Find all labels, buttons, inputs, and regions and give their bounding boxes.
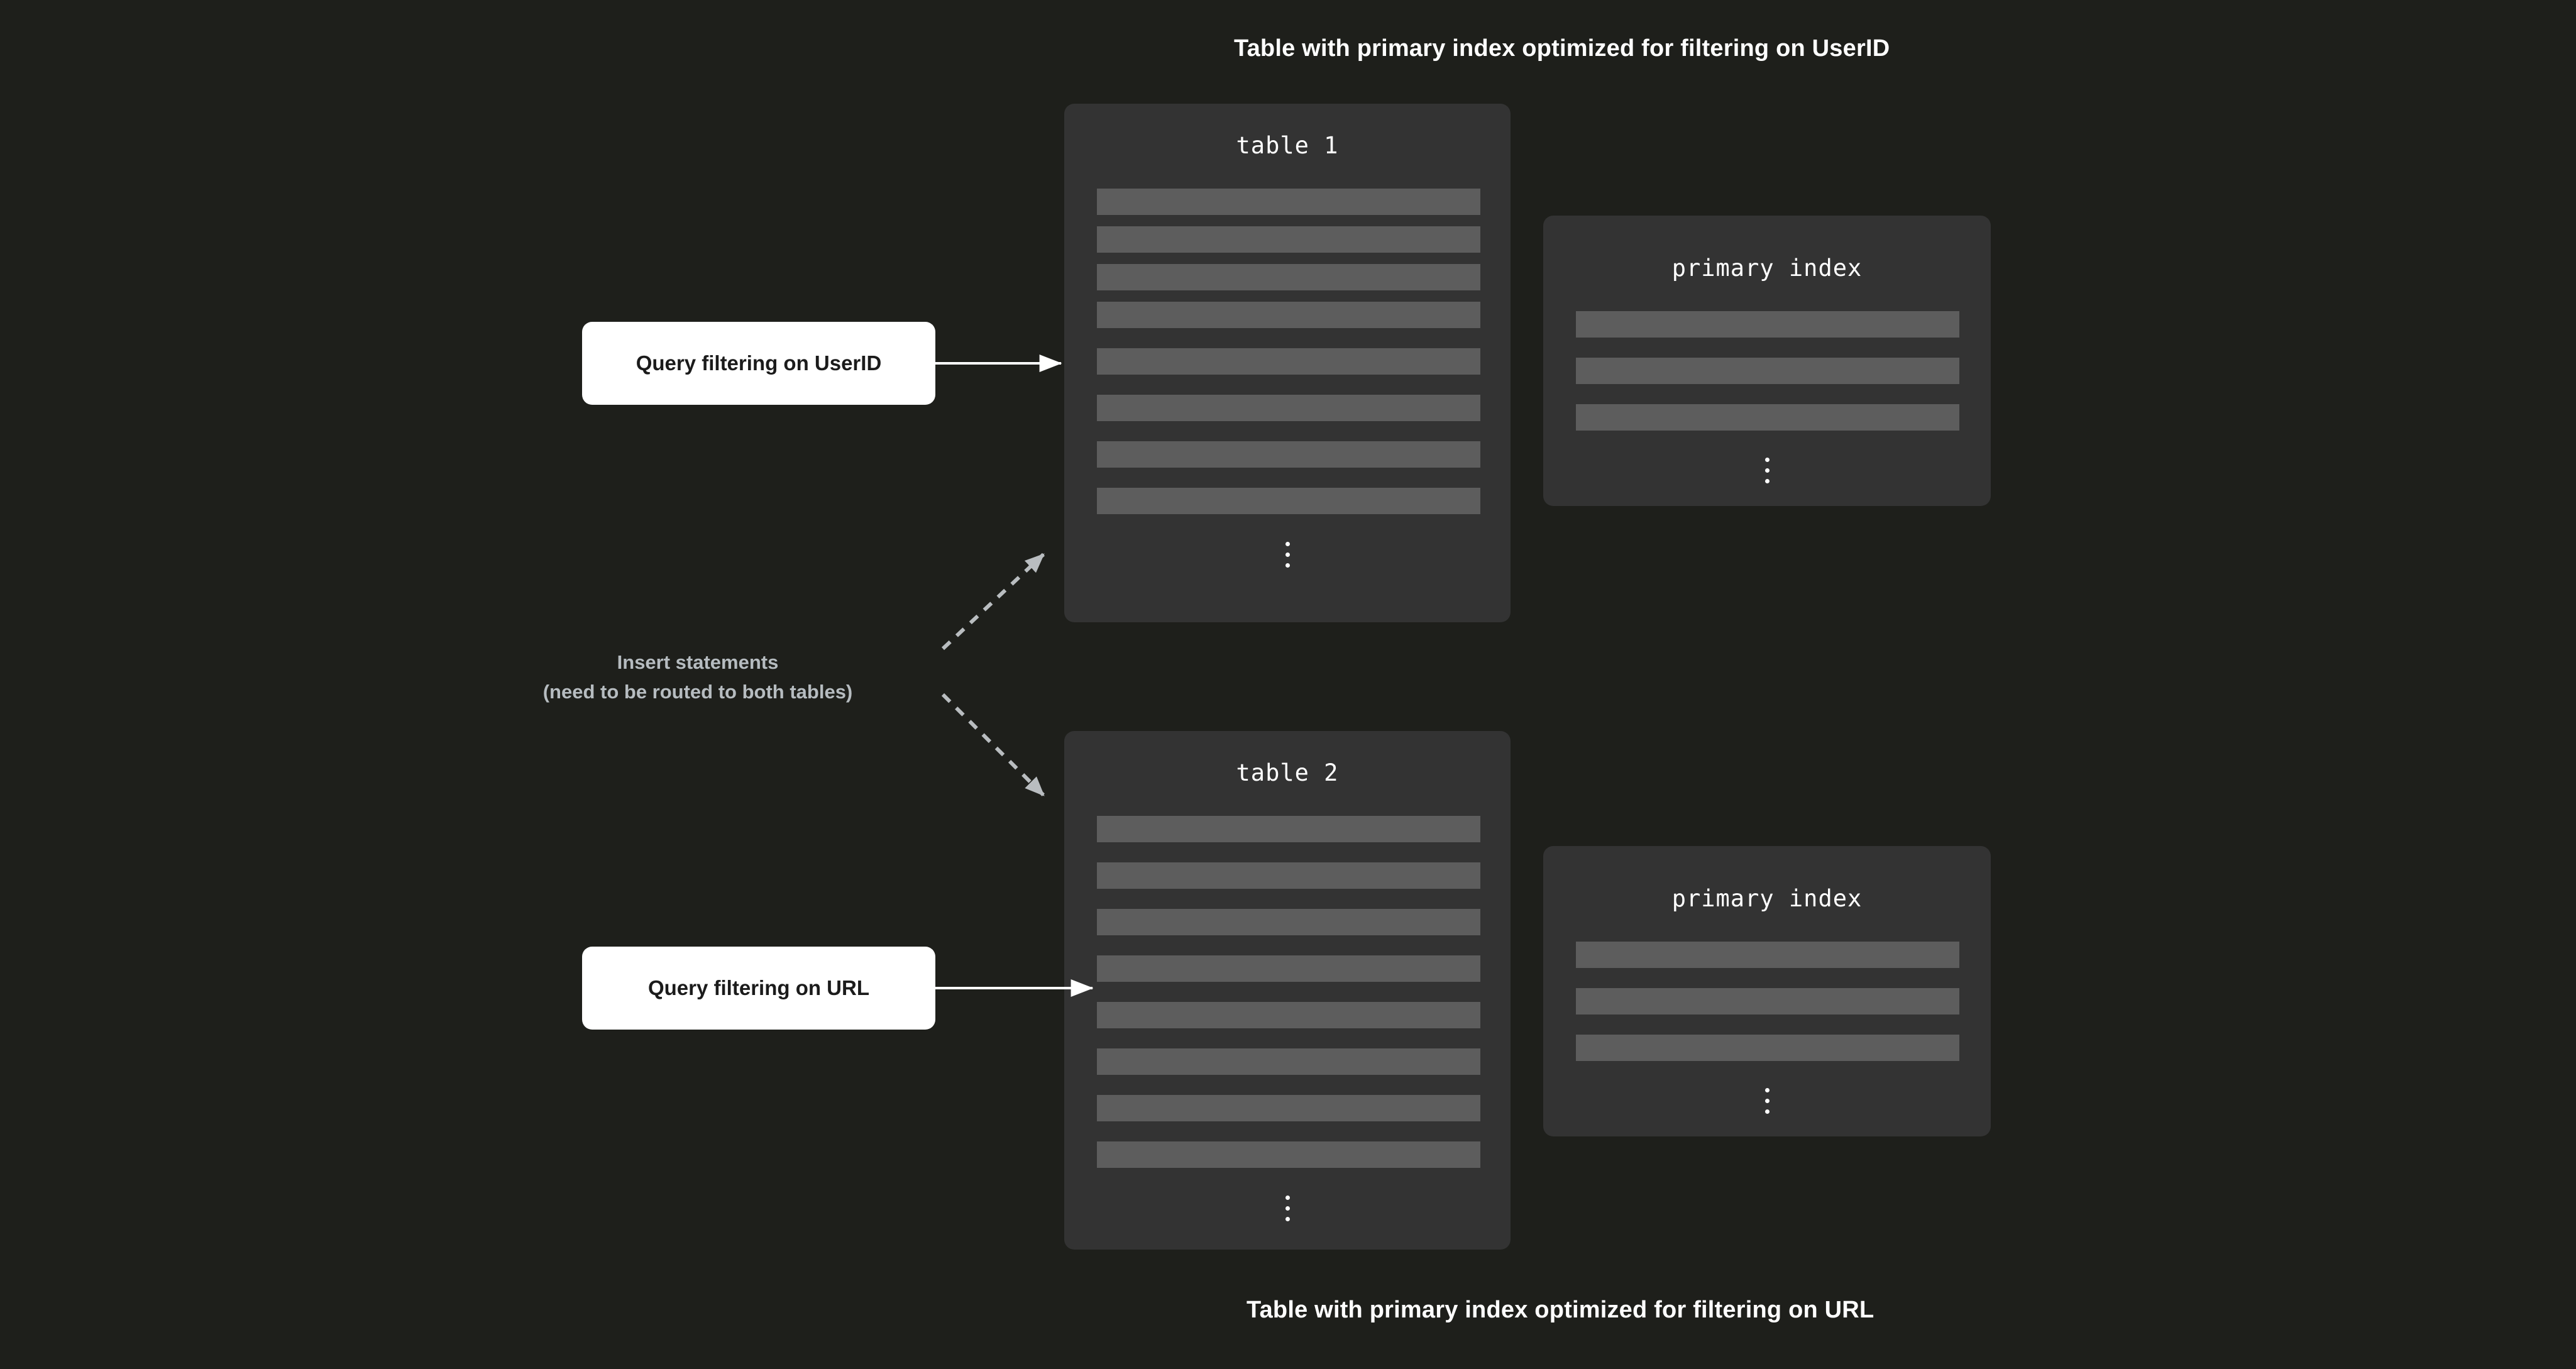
table-row (1097, 1095, 1480, 1121)
arrow-insert-to-table-2 (941, 693, 1045, 797)
index-row (1576, 942, 1959, 968)
table-row (1097, 1141, 1480, 1168)
primary-index-1-card: primary index (1543, 216, 1991, 506)
table-row (1097, 226, 1480, 253)
table-1-title: table 1 (1236, 132, 1339, 159)
table-row (1097, 441, 1480, 468)
table-2-title: table 2 (1236, 759, 1339, 786)
insert-note-line-1: Insert statements (617, 651, 779, 673)
table-row (1097, 862, 1480, 889)
index-row (1576, 311, 1959, 338)
insert-note-line-2: (need to be routed to both tables) (542, 681, 853, 703)
caption-bottom: Table with primary index optimized for f… (1247, 1297, 1874, 1323)
insert-statements-note: Insert statements (need to be routed to … (478, 647, 918, 706)
table-row (1097, 816, 1480, 842)
table-row (1097, 348, 1480, 375)
query-filtering-on-userid-box[interactable]: Query filtering on UserID (582, 322, 935, 405)
table-row (1097, 909, 1480, 935)
primary-index-2-title: primary index (1671, 885, 1863, 912)
index-row (1576, 358, 1959, 384)
primary-index-1-ellipsis-icon (1543, 458, 1991, 490)
table-1-card: table 1 (1064, 104, 1511, 622)
table-2-ellipsis-icon (1064, 1196, 1511, 1228)
table-row (1097, 302, 1480, 328)
table-2-card: table 2 (1064, 731, 1511, 1250)
index-row (1576, 1035, 1959, 1061)
primary-index-1-title: primary index (1671, 255, 1863, 282)
table-row (1097, 189, 1480, 215)
table-row (1097, 395, 1480, 421)
primary-index-2-card: primary index (1543, 846, 1991, 1136)
index-row (1576, 988, 1959, 1014)
table-row (1097, 1048, 1480, 1075)
table-row (1097, 488, 1480, 514)
index-row (1576, 404, 1959, 431)
table-row (1097, 955, 1480, 982)
table-row (1097, 1002, 1480, 1028)
arrow-insert-to-table-1 (941, 553, 1045, 651)
primary-index-2-ellipsis-icon (1543, 1088, 1991, 1120)
table-row (1097, 264, 1480, 290)
table-1-ellipsis-icon (1064, 542, 1511, 574)
caption-top: Table with primary index optimized for f… (1234, 35, 1890, 62)
query-filtering-on-url-box[interactable]: Query filtering on URL (582, 947, 935, 1030)
